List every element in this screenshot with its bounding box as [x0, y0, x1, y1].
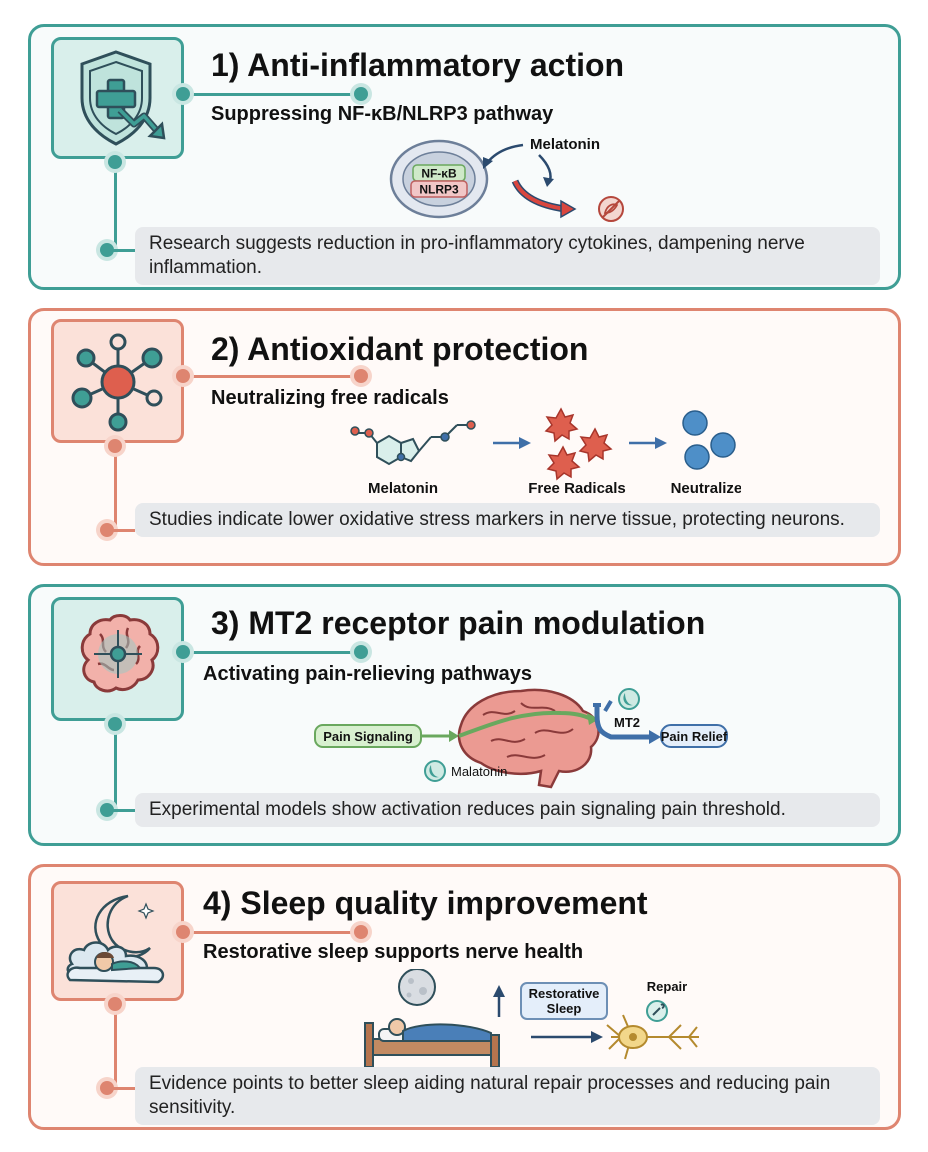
melatonin-moon-icon — [618, 688, 640, 710]
connector-line — [114, 159, 117, 251]
connector-line — [114, 1001, 117, 1089]
connector-dot — [176, 369, 190, 383]
connector-dot — [176, 645, 190, 659]
nfkb-pathway-illustration: NF-κB NLRP3 Melatonin — [389, 136, 624, 222]
section-subtitle: Neutralizing free radicals — [211, 387, 449, 409]
malatonin-label: Malatonin — [451, 764, 507, 779]
melatonin-label: Melatonin — [530, 136, 600, 153]
section-title: 3) MT2 receptor pain modulation — [211, 605, 706, 641]
moon-icon — [398, 969, 436, 1006]
shield-plus-arrow-down-icon — [80, 50, 166, 146]
section-antioxidant: 2) Antioxidant protection Neutralizing f… — [28, 308, 901, 566]
icon-box — [51, 597, 184, 721]
moon-sleeper-cloud-icon — [66, 894, 165, 984]
section-title: 4) Sleep quality improvement — [203, 885, 648, 921]
bed-sleeper — [364, 1018, 500, 1068]
section-sleep-quality: 4) Sleep quality improvement Restorative… — [28, 864, 901, 1130]
section-description: Research suggests reduction in pro-infla… — [135, 227, 880, 285]
melatonin-label: Melatonin — [368, 480, 438, 497]
connector-line — [111, 529, 135, 532]
nfkb-label: NF-κB — [421, 167, 457, 181]
restorative-label: Restorative — [529, 986, 600, 1001]
free-radical-illustration: Melatonin Free Radicals Neutralized — [350, 407, 741, 497]
neuron-icon — [606, 1014, 699, 1060]
molecule-network-icon — [71, 333, 163, 432]
connector-dot — [108, 997, 122, 1011]
connector-line — [184, 931, 360, 934]
connector-dot — [176, 925, 190, 939]
section-description: Evidence points to better sleep aiding n… — [135, 1067, 880, 1125]
section-subtitle: Restorative sleep supports nerve health — [203, 941, 584, 963]
inhibit-arrow — [486, 143, 524, 164]
connector-dot — [100, 1081, 114, 1095]
connector-dot — [100, 803, 114, 817]
section-subtitle: Suppressing NF-κB/NLRP3 pathway — [211, 103, 554, 125]
connector-dot — [100, 243, 114, 257]
connector-dot — [108, 155, 122, 169]
connector-line — [111, 1087, 135, 1090]
connector-dot — [108, 717, 122, 731]
connector-dot — [354, 369, 368, 383]
section-description: Studies indicate lower oxidative stress … — [135, 503, 880, 537]
section-anti-inflammatory: 1) Anti-inflammatory action Suppressing … — [28, 24, 901, 290]
connector-line — [184, 375, 360, 378]
nlrp3-label: NLRP3 — [419, 183, 459, 197]
section-description: Experimental models show activation redu… — [135, 793, 880, 827]
sleep-repair-illustration: Restorative Sleep Repair — [364, 969, 699, 1068]
connector-line — [111, 809, 135, 812]
section-title: 1) Anti-inflammatory action — [211, 47, 625, 83]
mt2-label: MT2 — [614, 715, 640, 730]
connector-dot — [100, 523, 114, 537]
connector-line — [184, 651, 360, 654]
connector-line — [111, 249, 135, 252]
sleep-label: Sleep — [547, 1001, 582, 1016]
free-radicals-cluster — [544, 407, 613, 481]
connector-dot — [176, 87, 190, 101]
mt2-receptor — [594, 707, 651, 740]
melatonin-molecule — [357, 424, 471, 466]
icon-box — [51, 37, 184, 159]
connector-line — [184, 93, 360, 96]
free-radicals-label: Free Radicals — [528, 480, 626, 497]
neutralized-spheres — [682, 410, 736, 470]
connector-line — [114, 721, 117, 811]
repair-label: Repair — [647, 979, 687, 994]
neutralized-label: Neutralized — [671, 480, 741, 497]
brain-target-icon — [80, 614, 160, 693]
connector-dot — [354, 925, 368, 939]
connector-dot — [354, 645, 368, 659]
section-mt2-receptor: 3) MT2 receptor pain modulation Activati… — [28, 584, 901, 846]
connector-dot — [108, 439, 122, 453]
section-subtitle: Activating pain-relieving pathways — [203, 663, 532, 685]
melatonin-moon-icon — [424, 760, 446, 782]
icon-box — [51, 881, 184, 1001]
connector-dot — [354, 87, 368, 101]
icon-box — [51, 319, 184, 443]
connector-line — [114, 443, 117, 531]
pain-signaling-label: Pain Signaling — [323, 729, 413, 744]
pain-relief-label: Pain Relief — [661, 729, 728, 744]
signal-path — [458, 710, 592, 738]
section-title: 2) Antioxidant protection — [211, 331, 589, 367]
pain-modulation-illustration: Pain Signaling MT2 Pain Relief Malatonin — [314, 688, 728, 789]
